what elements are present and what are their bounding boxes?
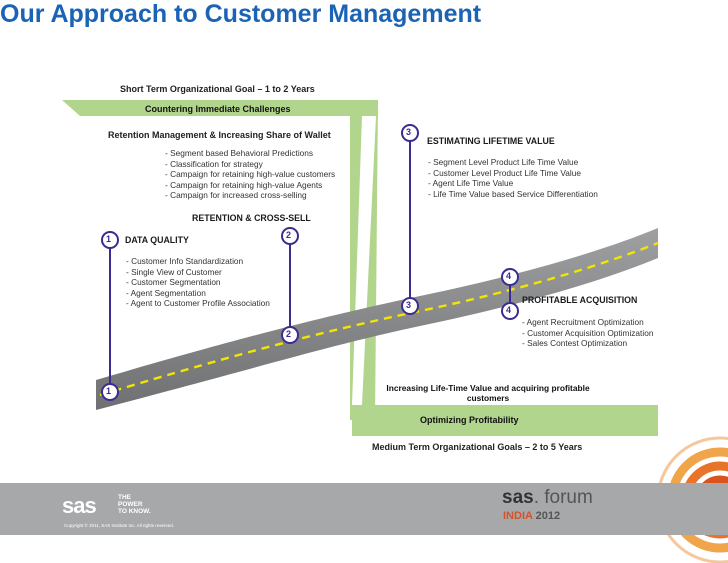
list-item: Agent Segmentation	[126, 288, 270, 299]
top-band-label: Countering Immediate Challenges	[145, 104, 291, 114]
forum-brand-sas: sas	[502, 487, 534, 508]
marker-circle-4-box	[501, 302, 519, 320]
ltv-list: Segment Level Product Life Time Value Cu…	[428, 157, 598, 199]
sas-tagline: THE POWER TO KNOW.	[118, 494, 151, 515]
marker-number-3-road: 3	[406, 300, 412, 310]
list-item: Life Time Value based Service Differenti…	[428, 189, 598, 200]
forum-sub: INDIA 2012	[503, 510, 560, 522]
marker-circle-4-road	[501, 268, 519, 286]
bottom-statement-line-1: Increasing Life-Time Value and acquiring…	[386, 383, 590, 393]
forum-brand-forum: . forum	[533, 487, 593, 508]
sas-tagline-line-3: TO KNOW.	[118, 508, 151, 515]
acquisition-list: Agent Recruitment Optimization Customer …	[522, 317, 654, 349]
list-item: Customer Info Standardization	[126, 256, 270, 267]
acquisition-heading: PROFITABLE ACQUISITION	[522, 295, 638, 305]
marker-circle-1-road	[101, 383, 119, 401]
list-item: Agent Life Time Value	[428, 178, 598, 189]
bottom-green-band	[352, 405, 658, 436]
data-quality-list: Customer Info Standardization Single Vie…	[126, 256, 270, 309]
bottom-statement: Increasing Life-Time Value and acquiring…	[368, 383, 608, 403]
list-item: Customer Segmentation	[126, 277, 270, 288]
marker-number-2-top: 2	[286, 230, 292, 240]
marker-number-2-road: 2	[286, 329, 292, 339]
forum-brand: sas. forum	[502, 487, 593, 509]
forum-year: 2012	[535, 510, 561, 522]
marker-circle-3-road	[401, 297, 419, 315]
retention-section-title: Retention Management & Increasing Share …	[108, 130, 331, 140]
marker-circle-2-top	[281, 227, 299, 245]
footer-bar	[0, 483, 728, 535]
sas-tagline-line-1: THE	[118, 494, 131, 501]
marker-number-4-road: 4	[506, 271, 512, 281]
forum-region: INDIA	[503, 510, 533, 522]
list-item: Segment Level Product Life Time Value	[428, 157, 598, 168]
list-item: Customer Level Product Life Time Value	[428, 168, 598, 179]
list-item: Sales Contest Optimization	[522, 338, 653, 349]
ltv-heading: ESTIMATING LIFETIME VALUE	[427, 136, 555, 146]
bottom-band-label: Optimizing Profitability	[420, 415, 519, 425]
marker-number-4-box: 4	[506, 305, 512, 315]
sas-logo: sas	[62, 493, 97, 518]
marker-circle-1-top	[101, 231, 119, 249]
bottom-statement-line-2: customers	[466, 393, 510, 403]
list-item: Single View of Customer	[126, 267, 270, 278]
list-item: Campaign for retaining high-value Agents	[165, 180, 335, 191]
marker-circle-2-road	[281, 326, 299, 344]
list-item: Classification for strategy	[165, 159, 335, 170]
list-item: Agent to Customer Profile Association	[126, 298, 270, 309]
retention-list: Segment based Behavioral Predictions Cla…	[165, 148, 335, 201]
top-green-band	[62, 100, 378, 116]
list-item: Agent Recruitment Optimization	[522, 317, 653, 328]
list-item: Campaign for increased cross-selling	[165, 190, 335, 201]
marker-number-1-top: 1	[106, 234, 112, 244]
marker-circle-3-top	[401, 124, 419, 142]
list-item: Campaign for retaining high-value custom…	[165, 169, 335, 180]
medium-term-goal: Medium Term Organizational Goals – 2 to …	[372, 442, 583, 452]
retention-subtitle: RETENTION & CROSS-SELL	[192, 213, 311, 223]
data-quality-heading: DATA QUALITY	[125, 235, 189, 245]
copyright: Copyright © 2011, SAS Institute Inc. All…	[64, 523, 175, 528]
page-title: Our Approach to Customer Management	[0, 0, 482, 28]
marker-number-3-top: 3	[406, 127, 412, 137]
list-item: Segment based Behavioral Predictions	[165, 148, 335, 159]
short-term-goal: Short Term Organizational Goal – 1 to 2 …	[120, 84, 315, 94]
marker-number-1-road: 1	[106, 386, 112, 396]
sas-tagline-line-2: POWER	[118, 501, 143, 508]
list-item: Customer Acquisition Optimization	[522, 328, 653, 339]
